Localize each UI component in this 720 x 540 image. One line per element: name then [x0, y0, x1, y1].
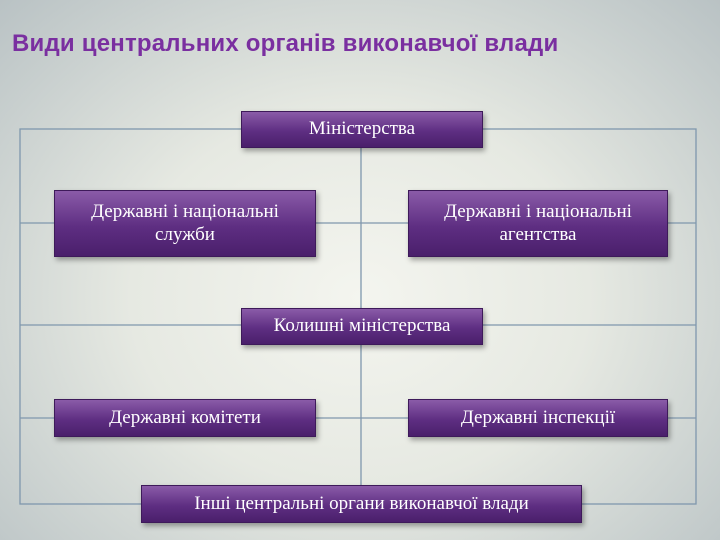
node-committees: Державні комітети [54, 399, 316, 437]
node-services: Державні і національні служби [54, 190, 316, 257]
slide-title: Види центральних органів виконавчої влад… [12, 30, 559, 57]
node-agencies: Державні і національні агентства [408, 190, 668, 257]
node-other-bodies: Інші центральні органи виконавчої влади [141, 485, 582, 523]
node-inspections: Державні інспекції [408, 399, 668, 437]
node-former-ministries: Колишні міністерства [241, 308, 483, 345]
node-ministries: Міністерства [241, 111, 483, 148]
